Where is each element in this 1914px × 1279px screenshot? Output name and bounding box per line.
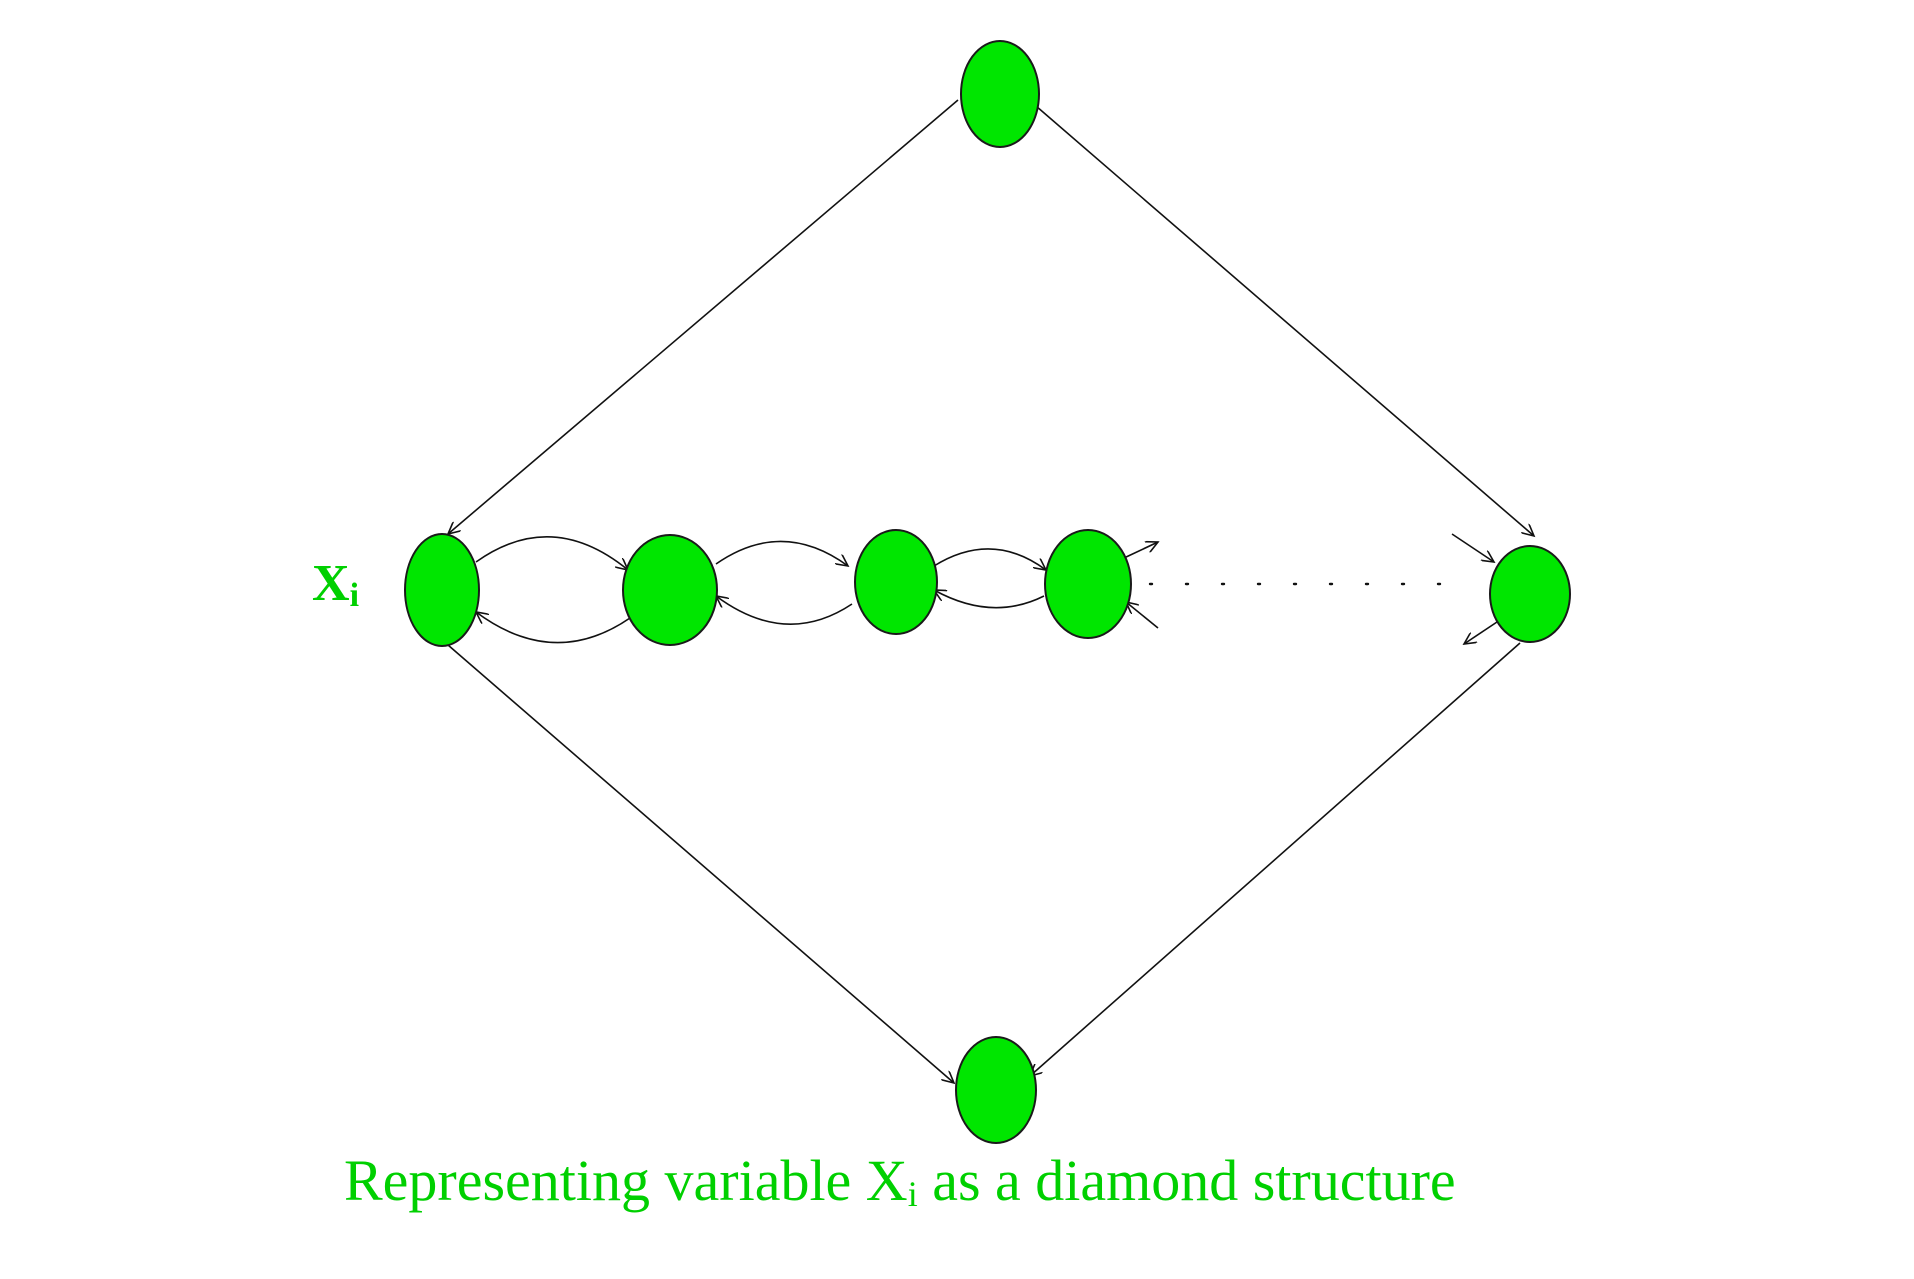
caption-before: Representing variable X xyxy=(344,1148,908,1213)
variable-label-base: X xyxy=(312,555,350,612)
edge-top-to-left xyxy=(448,99,959,534)
node-top xyxy=(960,40,1040,148)
chain-edge-4-outgoing xyxy=(1123,542,1158,559)
chain-edge-3-to-2-backward xyxy=(716,596,853,625)
right-node-incoming-stub xyxy=(1451,533,1494,562)
caption-after: as a diamond structure xyxy=(917,1148,1456,1213)
chain-edge-2-to-3-forward xyxy=(715,540,848,566)
chain-edge-4-to-3-backward xyxy=(934,590,1045,609)
chain-edge-3-to-4-forward xyxy=(933,548,1046,570)
right-node-outgoing-stub xyxy=(1464,619,1501,644)
node-chain-2 xyxy=(622,534,718,646)
node-bottom xyxy=(955,1036,1037,1144)
node-chain-4 xyxy=(1044,529,1132,639)
node-xi xyxy=(404,533,480,647)
diagram-caption: Representing variable Xi as a diamond st… xyxy=(344,1152,1456,1214)
variable-label: Xi xyxy=(312,558,359,613)
edge-right-to-bottom xyxy=(1030,642,1521,1076)
node-chain-3 xyxy=(854,529,938,635)
chain-edge-1-to-2-forward xyxy=(475,536,628,570)
node-right xyxy=(1489,545,1571,643)
edge-top-to-right xyxy=(1035,105,1534,536)
chain-edge-2-to-1-backward xyxy=(476,612,631,644)
chain-edge-4-incoming xyxy=(1126,602,1159,629)
caption-subscript: i xyxy=(907,1174,918,1214)
variable-label-subscript: i xyxy=(349,577,360,614)
edge-left-to-bottom xyxy=(447,644,954,1083)
